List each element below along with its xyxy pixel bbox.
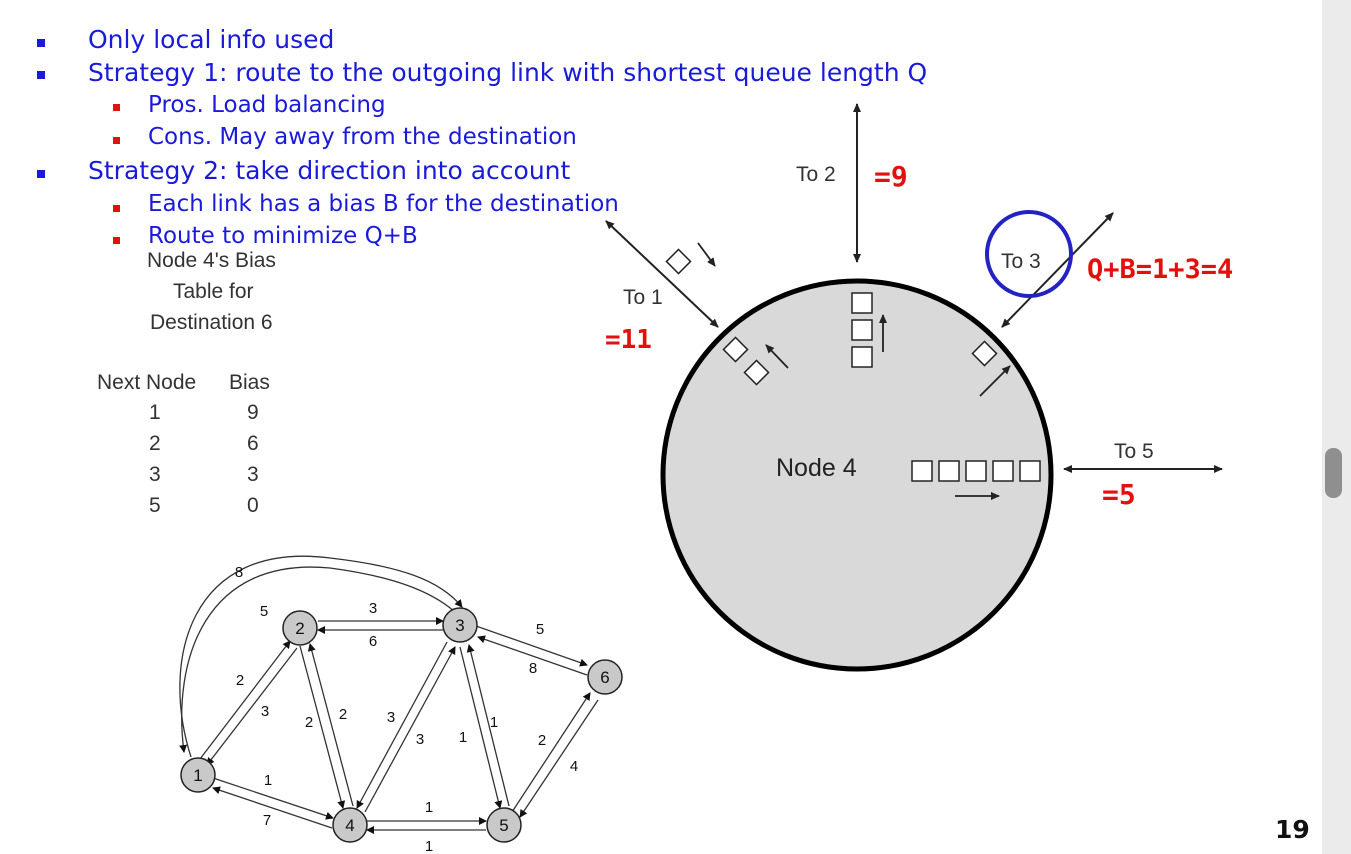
- page-number: 19: [1275, 815, 1310, 844]
- bias-table-header: Next Node: [97, 371, 197, 394]
- queue-packet: [938, 460, 960, 482]
- node-4-diagram: Node 4 To 1 To 2 To 3 To 5: [605, 103, 1223, 672]
- bias-table-cell: 5: [149, 494, 161, 517]
- queue-packet: [665, 248, 692, 275]
- queue-direction-arrow: [979, 365, 1011, 397]
- edge-weight: 3: [261, 703, 269, 720]
- queue-packet: [851, 319, 873, 341]
- annotation-to-5: =5: [1102, 478, 1136, 511]
- bullet-marker: [37, 39, 45, 47]
- edge-weight: 8: [529, 660, 537, 677]
- scrollbar-thumb[interactable]: [1325, 448, 1342, 498]
- bullet-item: Only local info used: [88, 25, 335, 54]
- queue-packet: [965, 460, 987, 482]
- edge-weight: 1: [490, 714, 498, 731]
- queue-direction-arrow: [697, 242, 716, 267]
- bullet-item: Strategy 2: take direction into account: [88, 156, 571, 185]
- bias-table-cell: 1: [149, 401, 161, 424]
- edge-weight: 2: [305, 714, 313, 731]
- bullet-item: Strategy 1: route to the outgoing link w…: [88, 58, 928, 87]
- bias-table-cell: 9: [247, 401, 259, 424]
- bullet-marker: [37, 71, 45, 79]
- edge-weight: 1: [425, 799, 433, 816]
- bias-table-cell: 3: [149, 463, 161, 486]
- vertical-scrollbar[interactable]: [1322, 0, 1351, 854]
- link-to-3-arrow: [1001, 212, 1114, 328]
- sub-bullet-marker: [113, 205, 120, 212]
- bias-table-cell: 0: [247, 494, 259, 517]
- sub-bullet-marker: [113, 137, 120, 144]
- link-label-to-5: To 5: [1114, 440, 1154, 463]
- graph-node: [442, 607, 478, 643]
- slide: Only local info used Strategy 1: route t…: [37, 25, 1310, 854]
- edge-weight: 5: [260, 603, 268, 620]
- link-label-to-1: To 1: [623, 286, 663, 309]
- bias-table-cell: 6: [247, 432, 259, 455]
- edge-weight: 5: [536, 621, 544, 638]
- graph-node: [180, 757, 216, 793]
- bias-table-title: Destination 6: [150, 311, 273, 334]
- bullet-marker: [37, 170, 45, 178]
- edge-weight: 1: [264, 772, 272, 789]
- queue-packet: [722, 336, 749, 363]
- graph-node-label: 4: [345, 816, 354, 835]
- queue-packet: [851, 292, 873, 314]
- highlight-circle: [985, 210, 1073, 298]
- queue-direction-arrow: [765, 344, 789, 369]
- edge-weight: 1: [459, 729, 467, 746]
- node-4-label: Node 4: [776, 454, 857, 482]
- sub-bullet-item: Each link has a bias B for the destinati…: [148, 191, 619, 217]
- edge-weight: 3: [369, 600, 377, 617]
- network-graph: 1 2 3 4 5 6 8 5 3 6 5 8 2 3 2 2 3 3 1 1 …: [179, 555, 623, 854]
- edge-weight: 1: [425, 838, 433, 854]
- sub-bullet-item: Pros. Load balancing: [148, 92, 386, 118]
- queue-packet: [911, 460, 933, 482]
- queue-packet: [851, 346, 873, 368]
- graph-node: [282, 610, 318, 646]
- edge-weight: 3: [387, 709, 395, 726]
- edge-weight: 2: [339, 706, 347, 723]
- graph-node-label: 6: [600, 668, 609, 687]
- annotation-to-1: =11: [605, 325, 652, 355]
- edge-weight: 2: [538, 732, 546, 749]
- bias-table-title: Table for: [173, 280, 254, 303]
- edge-weight: 8: [235, 564, 243, 581]
- queue-packet: [992, 460, 1014, 482]
- graph-node-label: 5: [499, 816, 508, 835]
- edge-weight: 6: [369, 633, 377, 650]
- bias-table-header: Bias: [229, 371, 270, 394]
- queue-packet: [971, 340, 998, 367]
- graph-node: [486, 807, 522, 843]
- graph-node-label: 1: [193, 766, 202, 785]
- annotation-to-3: Q+B=1+3=4: [1087, 254, 1234, 285]
- sub-bullet-marker: [113, 237, 120, 244]
- edge-weight: 2: [236, 672, 244, 689]
- sub-bullet-marker: [113, 104, 120, 111]
- link-label-to-2: To 2: [796, 163, 836, 186]
- graph-node-label: 3: [455, 616, 464, 635]
- graph-edges: [179, 555, 599, 834]
- graph-node: [332, 807, 368, 843]
- bias-table-title: Node 4's Bias: [147, 249, 276, 272]
- edge-weight: 4: [570, 758, 578, 775]
- bias-table-cell: 3: [247, 463, 259, 486]
- sub-bullet-item: Route to minimize Q+B: [148, 223, 418, 249]
- edge-weight: 7: [263, 812, 271, 829]
- link-label-to-3: To 3: [1001, 250, 1041, 273]
- graph-node: [587, 659, 623, 695]
- bias-table-cell: 2: [149, 432, 161, 455]
- queue-packet: [743, 359, 770, 386]
- queue-packet: [1019, 460, 1041, 482]
- sub-bullet-item: Cons. May away from the destination: [148, 124, 577, 150]
- edge-weight: 3: [416, 731, 424, 748]
- link-to-1-arrow: [605, 220, 719, 328]
- annotation-to-2: =9: [874, 160, 908, 193]
- graph-node-label: 2: [295, 619, 304, 638]
